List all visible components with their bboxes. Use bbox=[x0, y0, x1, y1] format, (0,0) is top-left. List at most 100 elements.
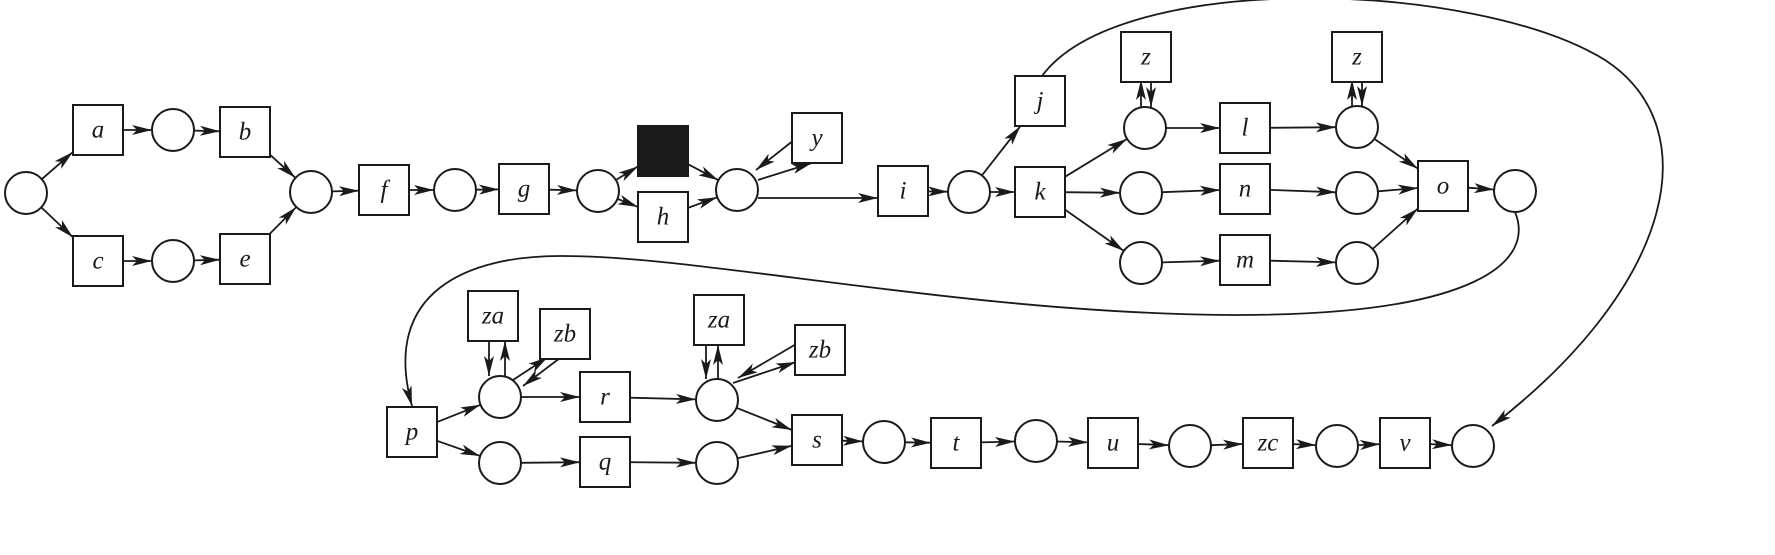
transition-box bbox=[467, 290, 519, 342]
arc-P22-to-v bbox=[1357, 440, 1381, 451]
arc-t-to-P20 bbox=[980, 437, 1016, 448]
arc-P13-to-o bbox=[1372, 207, 1419, 250]
place-p6 bbox=[715, 168, 759, 212]
transition-box bbox=[1417, 160, 1469, 212]
arc-m-to-P13 bbox=[1269, 256, 1337, 267]
transition-q: q bbox=[579, 436, 631, 488]
transition-box bbox=[1242, 417, 1294, 469]
transition-c: c bbox=[72, 235, 124, 287]
arc-silent-to-P6 bbox=[687, 163, 719, 181]
transition-a: a bbox=[72, 104, 124, 156]
arc-v-to-P25 bbox=[1429, 439, 1453, 450]
transition-s: s bbox=[791, 414, 843, 466]
transition-label: h bbox=[657, 204, 670, 231]
place-p12 bbox=[1335, 171, 1379, 215]
transition-label: z bbox=[1351, 44, 1362, 71]
transition-label: f bbox=[381, 177, 391, 204]
place-p4 bbox=[433, 168, 477, 212]
arc-h-to-P6 bbox=[687, 196, 718, 209]
transition-box bbox=[498, 163, 550, 215]
transition-box bbox=[579, 371, 631, 423]
arcs-layer bbox=[40, 0, 1664, 468]
transition-box bbox=[693, 294, 745, 346]
arc-P3-to-f bbox=[331, 186, 360, 197]
transition-k: k bbox=[1014, 166, 1066, 218]
arc-b-to-P3 bbox=[269, 154, 297, 179]
place-p9 bbox=[1119, 171, 1163, 215]
transition-box bbox=[791, 112, 843, 164]
transition-label: u bbox=[1107, 430, 1120, 457]
arc-P5-to-silent bbox=[615, 165, 639, 182]
transition-b: b bbox=[219, 106, 271, 158]
transition-v: v bbox=[1379, 417, 1431, 469]
arc-P12-to-o bbox=[1377, 184, 1419, 195]
transition-r: r bbox=[579, 371, 631, 423]
transition-label: zc bbox=[1257, 430, 1279, 457]
place-p22 bbox=[1315, 424, 1359, 468]
transition-box bbox=[579, 436, 631, 488]
arc-k-to-P10 bbox=[1064, 208, 1125, 252]
transition-box bbox=[72, 104, 124, 156]
transition-label: za bbox=[707, 307, 730, 334]
place-p11 bbox=[1335, 105, 1379, 149]
transition-label: m bbox=[1236, 247, 1254, 274]
transition-box bbox=[877, 165, 929, 217]
arc-P1-to-b bbox=[193, 125, 221, 136]
arc-P15-to-zb1 bbox=[512, 356, 549, 381]
transition-label: l bbox=[1242, 115, 1249, 142]
arc-P2-to-e bbox=[193, 255, 221, 266]
place-p21 bbox=[1168, 424, 1212, 468]
arc-zb1-to-P15 bbox=[522, 357, 561, 387]
transition-f: f bbox=[358, 164, 410, 216]
arc-P21-to-zc bbox=[1210, 439, 1244, 450]
arc-r-to-P17 bbox=[629, 393, 697, 404]
arc-e-to-P3 bbox=[268, 206, 297, 235]
transition-label: t bbox=[953, 430, 961, 457]
place-p13 bbox=[1335, 241, 1379, 285]
transition-box bbox=[1331, 31, 1383, 83]
transition-t: t bbox=[930, 417, 982, 469]
transition-label: y bbox=[808, 125, 823, 152]
place-p0 bbox=[4, 171, 48, 215]
transition-box bbox=[219, 106, 271, 158]
transition-label: zb bbox=[808, 337, 831, 364]
arc-P9-to-n bbox=[1161, 185, 1221, 196]
arc-P0-to-a bbox=[41, 151, 74, 180]
transition-box bbox=[1219, 234, 1271, 286]
arc-u-to-P21 bbox=[1137, 439, 1170, 450]
arc-P14-to-p bbox=[401, 211, 1520, 407]
place-p18 bbox=[695, 441, 739, 485]
transition-z1: z bbox=[1120, 31, 1172, 83]
transition-l: l bbox=[1219, 102, 1271, 154]
transition-label: s bbox=[812, 427, 822, 454]
transition-box bbox=[1014, 75, 1066, 127]
transition-label: i bbox=[900, 178, 907, 205]
arc-P6-to-y bbox=[757, 162, 813, 181]
arc-P16-to-q bbox=[520, 457, 581, 468]
place-p19 bbox=[862, 420, 906, 464]
arc-s-to-P19 bbox=[841, 435, 864, 446]
transition-m: m bbox=[1219, 234, 1271, 286]
transition-box bbox=[794, 324, 846, 376]
place-p15 bbox=[478, 375, 522, 419]
transition-label: p bbox=[404, 419, 419, 446]
transition-box bbox=[637, 125, 689, 177]
transition-label: q bbox=[599, 449, 612, 476]
transition-label: r bbox=[600, 384, 610, 411]
arc-l-to-P11 bbox=[1269, 122, 1337, 133]
arc-k-to-P9 bbox=[1064, 187, 1121, 198]
arc-P0-to-c bbox=[40, 206, 74, 239]
transition-n: n bbox=[1219, 163, 1271, 215]
transition-box bbox=[1219, 102, 1271, 154]
transition-silent bbox=[637, 125, 689, 177]
place-p14 bbox=[1493, 169, 1537, 213]
transition-box bbox=[791, 414, 843, 466]
transition-label: c bbox=[92, 248, 103, 275]
place-p25 bbox=[1451, 424, 1495, 468]
places-layer bbox=[4, 105, 1537, 485]
transition-box bbox=[637, 191, 689, 243]
transition-box bbox=[1120, 31, 1172, 83]
transition-box bbox=[1219, 163, 1271, 215]
